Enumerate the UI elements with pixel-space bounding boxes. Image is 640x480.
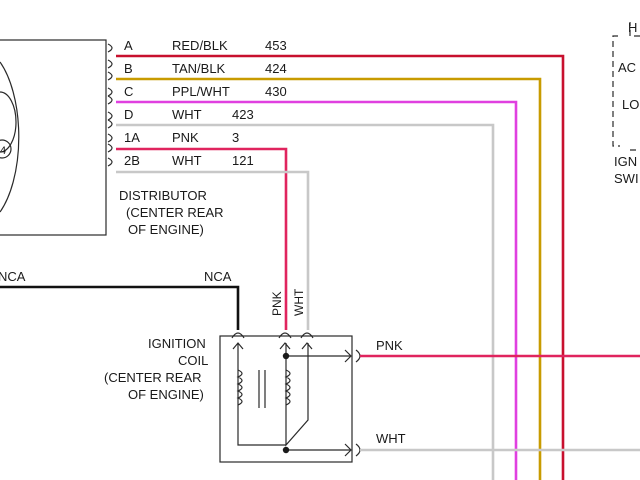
wire-ppl-wht-430 — [116, 100, 518, 480]
coil-label-line-3: (CENTER REAR — [104, 370, 202, 385]
pin-circuit: 3 — [232, 130, 239, 145]
coil-internal-wiring — [237, 343, 350, 451]
distributor-connector — [107, 43, 113, 167]
coil-label-line-1: IGNITION — [148, 336, 206, 351]
pin-id: 2B — [124, 153, 140, 168]
pin-circuit: 121 — [232, 153, 254, 168]
distributor-cap-outline — [0, 61, 20, 213]
distributor-label-line-3: OF ENGINE) — [128, 222, 204, 237]
pin-wire-color: RED/BLK — [172, 38, 228, 53]
coil-input-label-pnk: PNK — [270, 291, 284, 316]
distributor-box — [0, 39, 107, 236]
ignition-switch: H AC LO IGN SWI — [612, 20, 640, 186]
pin-row-2b: 2B WHT 121 — [124, 153, 254, 168]
coil-top-connector — [231, 332, 314, 339]
coil-output-label-wht: WHT — [376, 431, 406, 446]
coil-junction-dot-top — [282, 352, 290, 360]
wire-wht-121 — [116, 170, 310, 330]
distributor-pin-label: 4 — [0, 145, 6, 157]
coil-label-line-2: COIL — [178, 353, 208, 368]
pin-wire-color: PPL/WHT — [172, 84, 230, 99]
ignition-switch-header: H — [628, 20, 637, 35]
pin-wire-color: WHT — [172, 153, 202, 168]
distributor-cap-inner — [0, 91, 17, 153]
pin-wire-color: PNK — [172, 130, 199, 145]
distributor-label-line-1: DISTRIBUTOR — [119, 188, 207, 203]
pin-id: 1A — [124, 130, 140, 145]
pin-circuit: 423 — [232, 107, 254, 122]
coil-inner-arrows — [232, 342, 313, 350]
coil-secondary-winding — [284, 369, 291, 406]
ignition-coil — [219, 332, 361, 463]
pin-row-a: A RED/BLK 453 — [124, 38, 287, 53]
pin-wire-color: TAN/BLK — [172, 61, 226, 76]
pin-circuit: 430 — [265, 84, 287, 99]
ignition-coil-box — [219, 335, 353, 463]
pin-circuit: 453 — [265, 38, 287, 53]
ignition-switch-position-lo: LO — [622, 97, 639, 112]
coil-label-line-4: OF ENGINE) — [128, 387, 204, 402]
ignition-switch-position-ac: AC — [618, 60, 636, 75]
coil-core — [258, 370, 266, 408]
ignition-switch-box — [612, 22, 640, 151]
wire-nca — [0, 285, 240, 330]
coil-output-label-pnk: PNK — [376, 338, 403, 353]
distributor-label-line-2: (CENTER REAR — [126, 205, 224, 220]
pin-id: B — [124, 61, 133, 76]
pin-row-c: C PPL/WHT 430 — [124, 84, 287, 99]
pin-circuit: 424 — [265, 61, 287, 76]
coil-right-connector — [344, 349, 361, 457]
coil-primary-winding — [236, 369, 243, 406]
coil-junction-dot-bottom — [282, 446, 290, 454]
nca-left-label: NCA — [0, 269, 26, 284]
distributor: 4 — [0, 39, 113, 236]
pin-id: C — [124, 84, 133, 99]
wire-tan-blk-424 — [116, 77, 542, 480]
distributor-pin-circle — [0, 139, 12, 159]
pin-row-1a: 1A PNK 3 — [124, 130, 239, 145]
wire-red-blk-453 — [116, 54, 565, 480]
ignition-switch-label-line-1: IGN — [614, 154, 637, 169]
ignition-switch-label-line-2: SWI — [614, 171, 639, 186]
pin-id: D — [124, 107, 133, 122]
wire-pnk-3 — [116, 147, 288, 330]
pin-wire-color: WHT — [172, 107, 202, 122]
pin-row-b: B TAN/BLK 424 — [124, 61, 287, 76]
pin-row-d: D WHT 423 — [124, 107, 254, 122]
coil-input-label-wht: WHT — [292, 288, 306, 316]
nca-right-label: NCA — [204, 269, 232, 284]
wire-wht-423 — [116, 123, 495, 480]
pin-id: A — [124, 38, 133, 53]
